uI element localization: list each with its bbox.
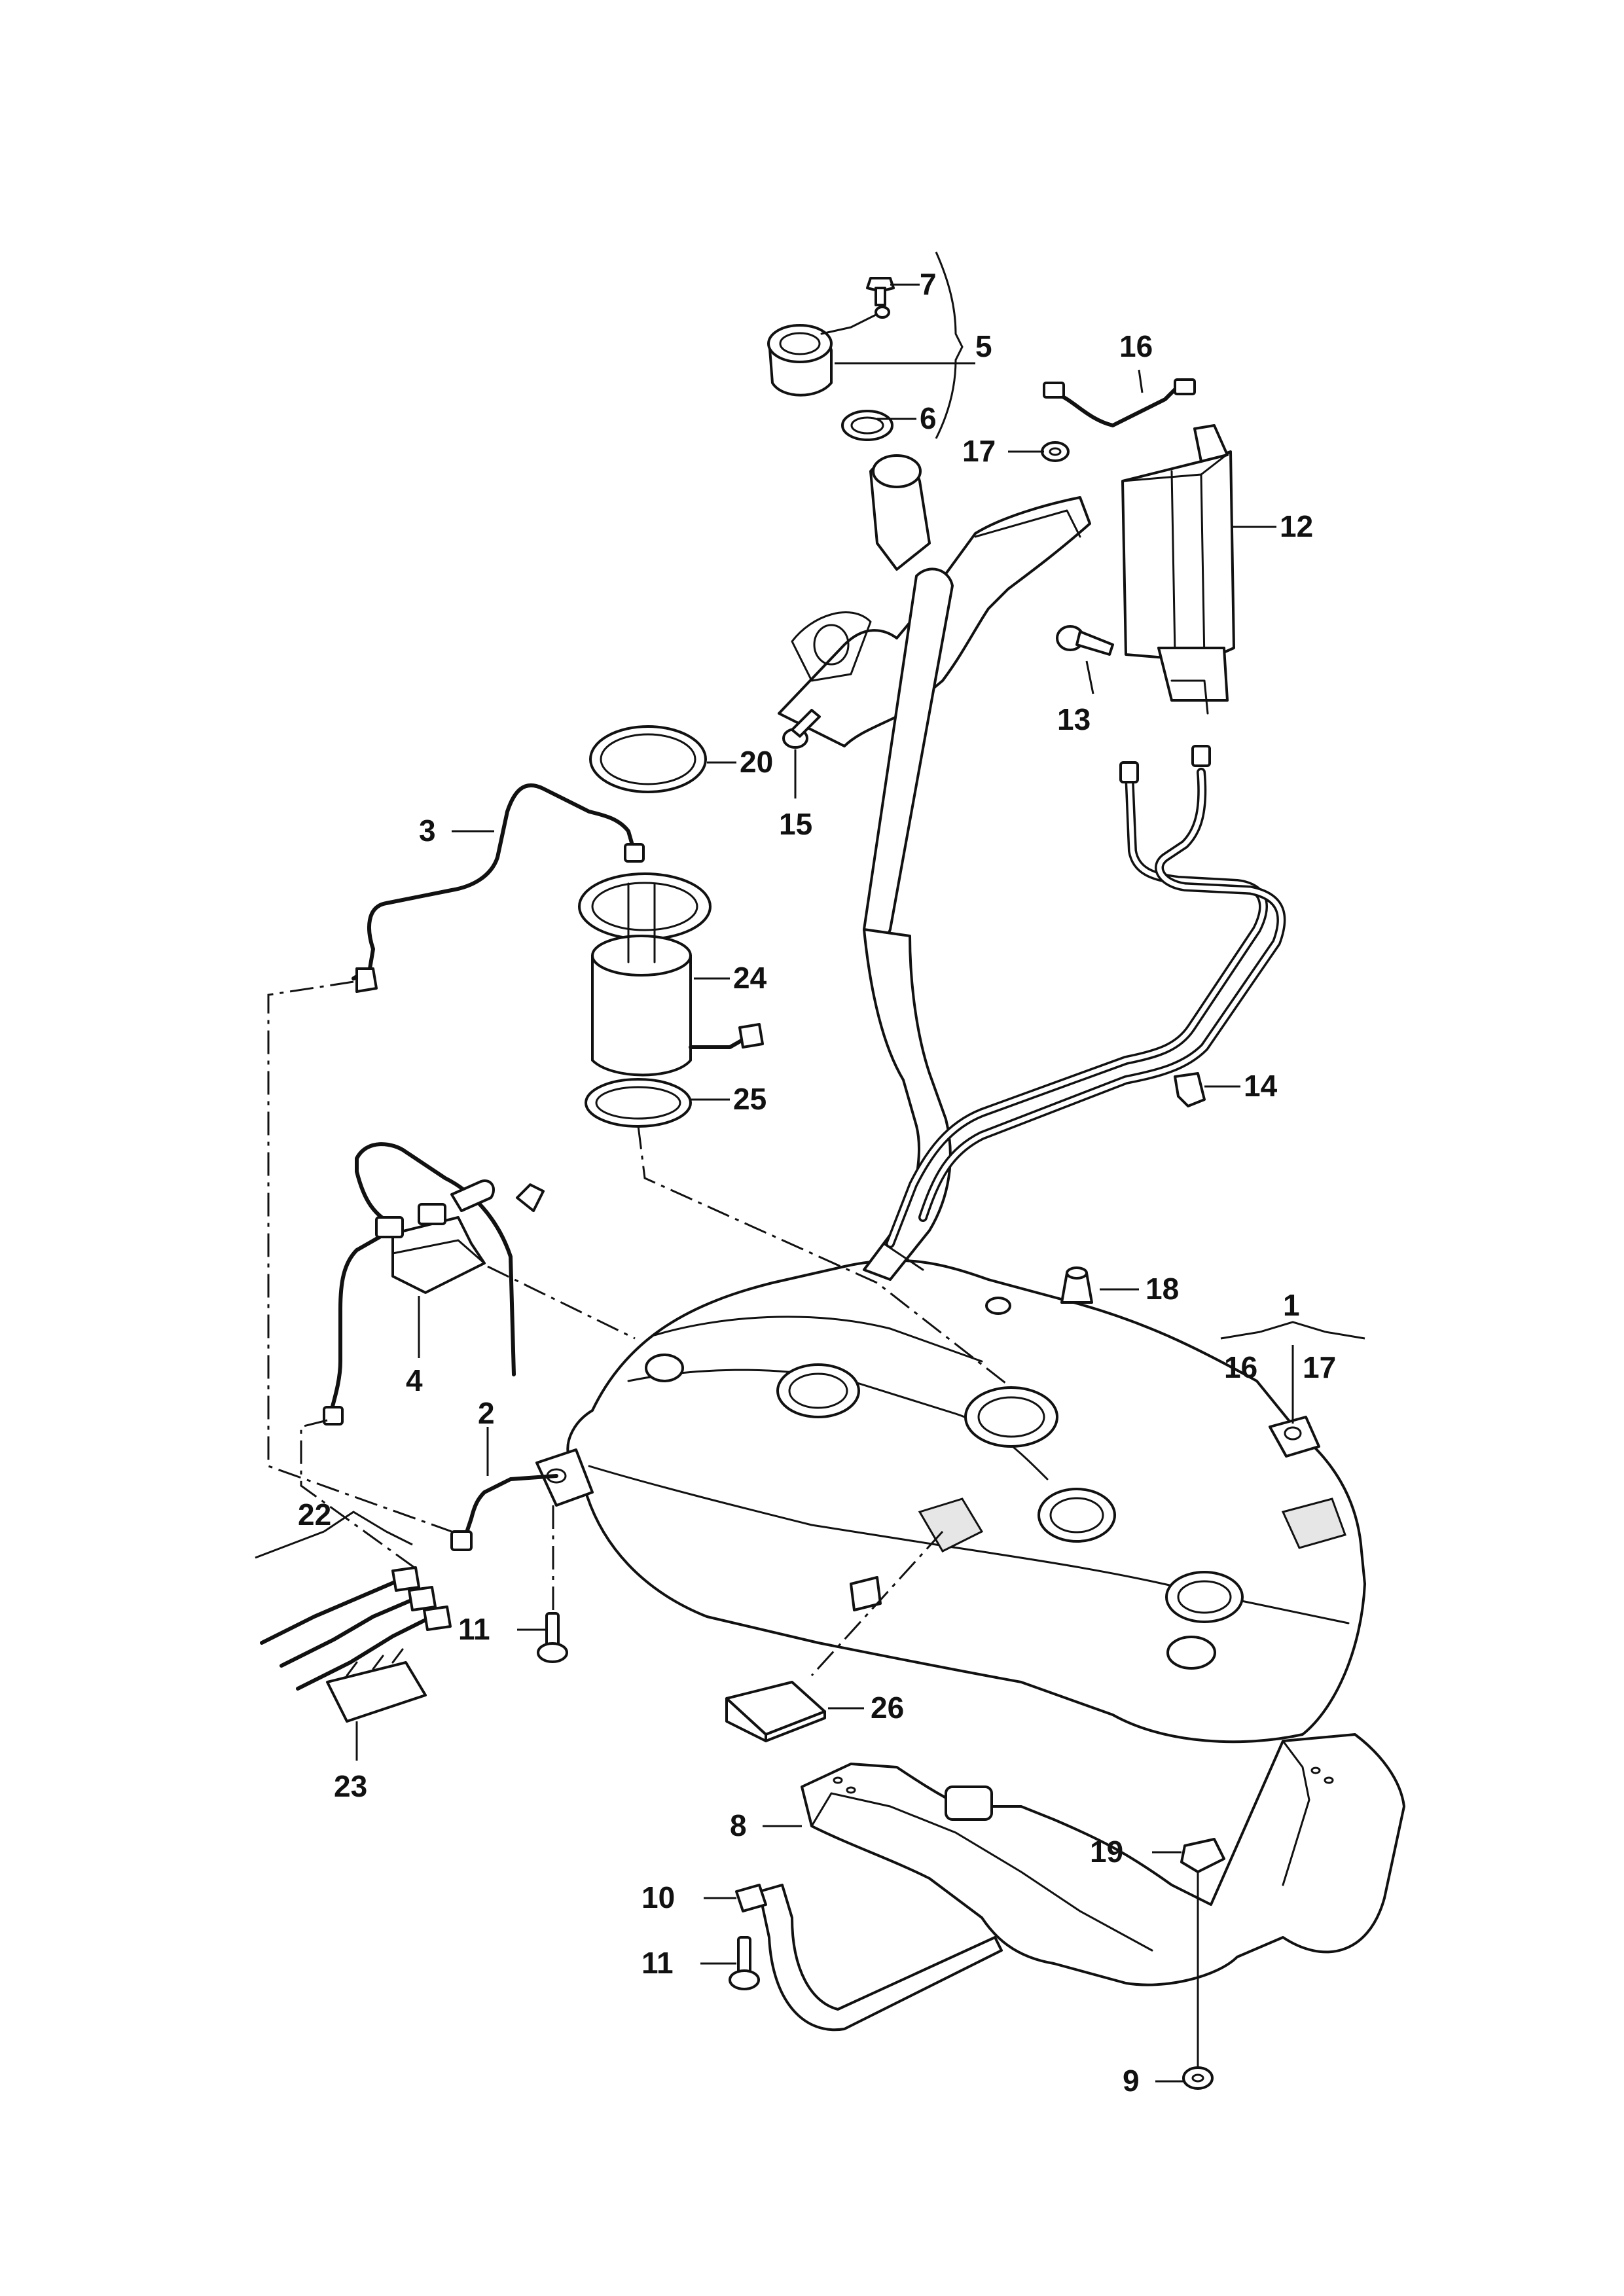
callout-17-top: 17 <box>962 434 996 468</box>
callout-13: 13 <box>1057 702 1091 736</box>
callout-24: 24 <box>733 961 767 995</box>
wire-harness-16 <box>1043 378 1196 427</box>
callout-18: 18 <box>1146 1272 1179 1306</box>
callout-6: 6 <box>920 401 937 435</box>
mounting-block <box>725 1681 826 1742</box>
leader-lines <box>255 251 1365 2083</box>
fuel-return-line <box>450 1474 558 1551</box>
callout-2: 2 <box>478 1396 495 1430</box>
filler-cap-assembly <box>767 306 893 441</box>
callout-16-tank: 16 <box>1224 1350 1257 1384</box>
callout-11-upper: 11 <box>458 1612 490 1646</box>
fuel-feed-line <box>352 783 645 993</box>
fuel-pump-module <box>578 872 764 1077</box>
clip-14 <box>1174 1072 1206 1107</box>
retainer-clip <box>326 1648 427 1723</box>
bolt-13 <box>1056 625 1114 656</box>
heat-shield <box>801 1733 1405 1986</box>
callout-15: 15 <box>779 807 812 841</box>
callout-22: 22 <box>298 1498 331 1532</box>
charcoal-canister <box>1121 424 1235 715</box>
valve-18 <box>1060 1266 1093 1304</box>
bolt-7 <box>866 277 895 306</box>
callout-14: 14 <box>1244 1069 1278 1103</box>
callout-7: 7 <box>920 267 937 301</box>
callout-9: 9 <box>1123 2064 1140 2098</box>
callout-17-tank: 17 <box>1303 1350 1336 1384</box>
nut-19 <box>1180 1838 1225 1873</box>
callout-3: 3 <box>419 814 436 848</box>
tank-strap <box>758 1884 1003 2032</box>
callout-20: 20 <box>740 745 773 779</box>
callout-23: 23 <box>334 1769 367 1803</box>
pipe-connectors <box>260 1566 452 1691</box>
fuel-tank <box>535 1259 1366 1744</box>
bolt-10 <box>735 1884 767 1912</box>
callout-11-lower: 11 <box>641 1946 674 1980</box>
callout-25: 25 <box>733 1082 767 1116</box>
callout-8: 8 <box>730 1808 747 1842</box>
callout-10: 10 <box>641 1880 675 1914</box>
callout-26: 26 <box>871 1691 904 1725</box>
control-unit <box>323 1142 545 1426</box>
callout-5: 5 <box>975 329 992 363</box>
callout-4: 4 <box>406 1363 423 1397</box>
bolt-11-upper <box>537 1612 568 1663</box>
callout-12: 12 <box>1280 509 1313 543</box>
callout-labels: 1 16 17 2 3 4 5 6 7 8 9 10 11 11 12 13 1… <box>298 267 1336 2098</box>
callout-19: 19 <box>1090 1835 1123 1869</box>
callout-1: 1 <box>1283 1288 1300 1322</box>
locking-ring <box>589 725 707 793</box>
pump-seal <box>585 1078 692 1128</box>
vent-lines <box>886 745 1286 1248</box>
bolt-15 <box>782 709 821 749</box>
bolt-11-lower <box>729 1936 760 1990</box>
callout-16-top: 16 <box>1119 329 1153 363</box>
grommet-17 <box>1041 441 1070 462</box>
nut-9 <box>1182 2066 1214 2090</box>
